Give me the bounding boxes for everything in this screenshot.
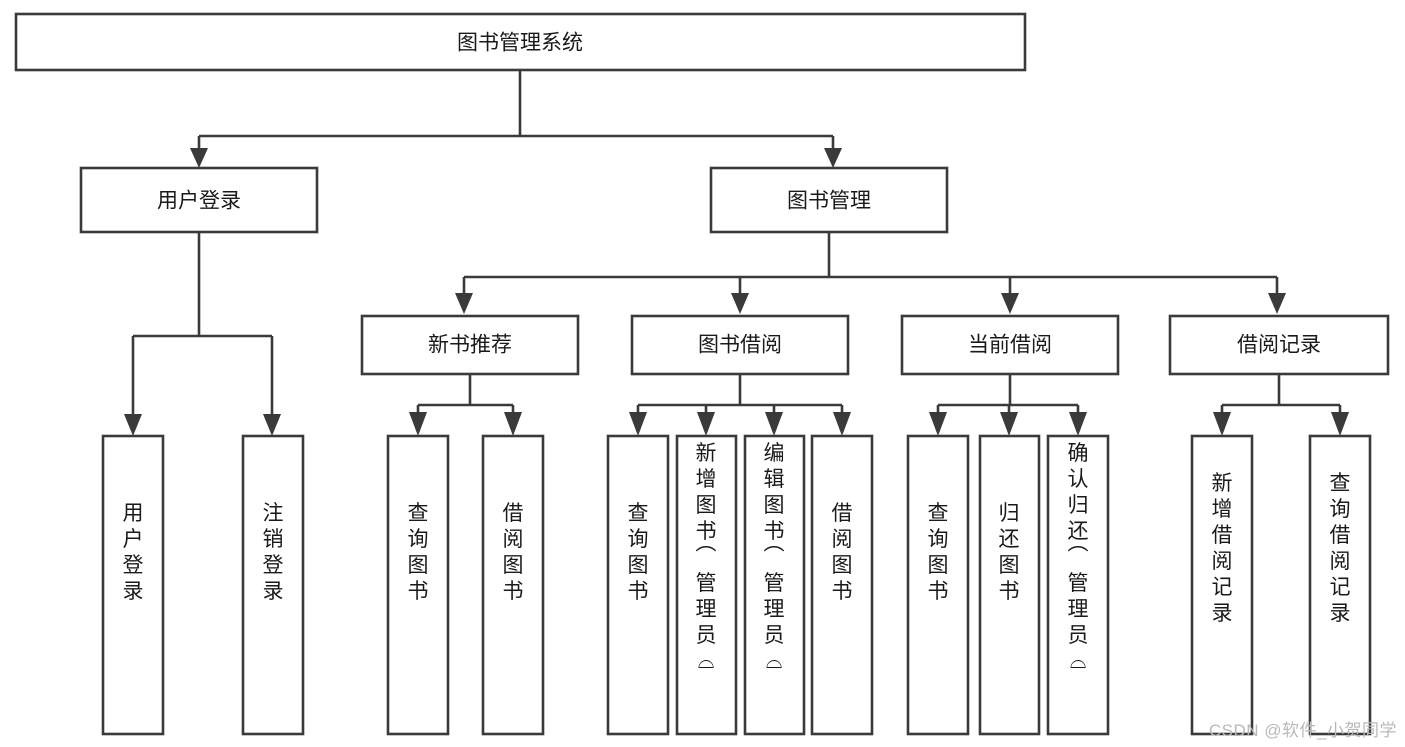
arrowhead-to-new-book-recommend [455,293,473,314]
arrowhead-to-leaf-query-book-1 [409,412,427,436]
node-leaf-add-record[interactable]: 新增借阅记录 [1190,434,1254,736]
arrowhead-to-leaf-logout-login [263,414,281,436]
node-leaf-confirm-return-label: 确认归还⌒管理员⌓ [1068,442,1089,673]
node-leaf-add-book-label: 新增图书⌒管理员⌓ [696,442,717,673]
edge-book-borrow-to-bus [636,374,844,420]
arrowhead-to-leaf-borrow-book-1 [504,412,522,436]
node-borrow-record-label: 借阅记录 [1237,334,1321,357]
arrowhead-to-leaf-edit-book [765,412,783,436]
node-book-borrow[interactable]: 图书借阅 [630,314,850,376]
node-leaf-query-book-3-label: 查询图书 [928,502,949,603]
node-root-label: 图书管理系统 [457,32,583,55]
node-leaf-borrow-book-2[interactable]: 借阅图书 [810,434,874,736]
node-leaf-user-login-label: 用户登录 [123,502,144,603]
node-user-login[interactable]: 用户登录 [79,166,319,234]
arrowhead-to-leaf-borrow-book-2 [833,412,851,436]
node-leaf-query-record[interactable]: 查询借阅记录 [1308,434,1372,736]
node-leaf-query-book-3[interactable]: 查询图书 [906,434,970,736]
node-leaf-return-book-label: 归还图书 [999,502,1020,603]
node-current-borrow-label: 当前借阅 [968,334,1052,357]
csdn-watermark: CSDN @软件_小贺同学 [1208,721,1397,740]
arrowhead-to-leaf-query-book-2 [629,412,647,436]
node-leaf-query-book-1-label: 查询图书 [408,502,429,603]
node-leaf-borrow-book-1-label: 借阅图书 [503,502,524,603]
arrowhead-to-leaf-query-record [1331,412,1349,436]
arrowhead-to-book-management [824,148,842,168]
node-book-management-label: 图书管理 [787,190,871,213]
arrowhead-to-leaf-user-login [124,414,142,436]
node-leaf-query-record-label: 查询借阅记录 [1330,472,1351,625]
arrowhead-to-leaf-add-record [1213,412,1231,436]
arrowhead-to-leaf-query-book-3 [929,412,947,436]
node-user-login-label: 用户登录 [157,190,241,213]
node-leaf-edit-book[interactable]: 编辑图书⌒管理员⌓ [743,434,806,736]
arrowhead-to-leaf-return-book [1000,412,1018,436]
node-leaf-borrow-book-2-label: 借阅图书 [832,502,853,603]
node-leaf-logout-login-label: 注销登录 [263,502,284,603]
node-leaf-add-book[interactable]: 新增图书⌒管理员⌓ [675,434,738,736]
arrowhead-to-user-login [190,148,208,168]
node-book-borrow-label: 图书借阅 [698,334,782,357]
arrowhead-to-leaf-add-book [697,412,715,436]
node-leaf-edit-book-label: 编辑图书⌒管理员⌓ [764,442,785,673]
edge-root-to-level2-bus [197,70,835,155]
node-leaf-logout-login[interactable]: 注销登录 [241,434,305,736]
node-borrow-record[interactable]: 借阅记录 [1168,314,1390,376]
node-leaf-user-login[interactable]: 用户登录 [101,434,165,736]
node-leaf-add-record-label: 新增借阅记录 [1212,472,1233,625]
edge-borrow-record-to-bus [1220,374,1342,420]
arrowhead-to-current-borrow [1001,293,1019,314]
edge-user-login-to-bus [131,232,274,422]
arrowhead-to-borrow-record [1268,293,1286,314]
edge-new-book-recommend-to-bus [416,374,515,420]
arrowhead-to-leaf-confirm-return [1069,412,1087,436]
node-new-book-recommend-label: 新书推荐 [428,334,512,357]
edge-book-management-to-level3-bus [462,232,1279,297]
connector-layer [124,70,1349,436]
node-root[interactable]: 图书管理系统 [14,12,1027,72]
node-leaf-query-book-2[interactable]: 查询图书 [606,434,670,736]
node-leaf-query-book-2-label: 查询图书 [628,502,649,603]
node-leaf-borrow-book-1[interactable]: 借阅图书 [481,434,545,736]
node-leaf-confirm-return[interactable]: 确认归还⌒管理员⌓ [1046,434,1110,736]
node-leaf-return-book[interactable]: 归还图书 [978,434,1041,736]
node-current-borrow[interactable]: 当前借阅 [900,314,1120,376]
node-new-book-recommend[interactable]: 新书推荐 [360,314,580,376]
node-book-management[interactable]: 图书管理 [709,166,949,234]
node-leaf-query-book-1[interactable]: 查询图书 [386,434,450,736]
arrowhead-to-book-borrow [731,293,749,314]
